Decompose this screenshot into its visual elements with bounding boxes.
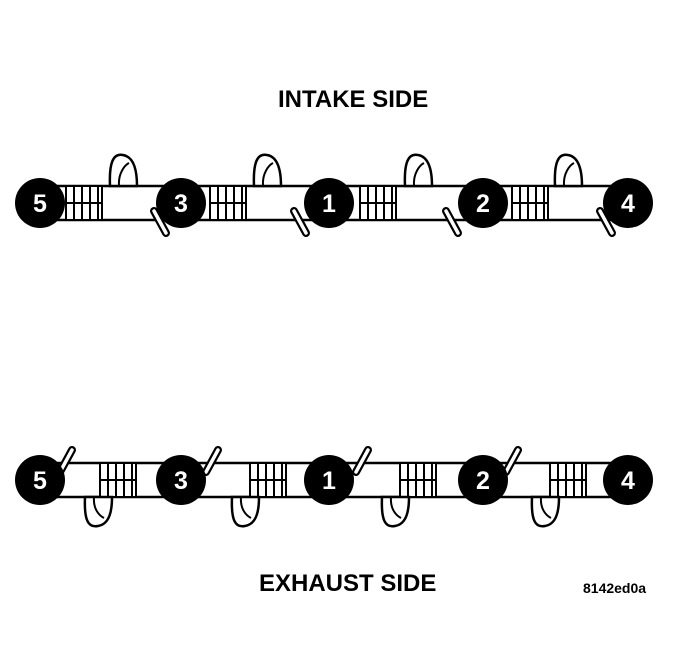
bolt-number: 5 [33,190,47,218]
exhaust-camshaft: 5 3 1 2 4 [15,446,653,528]
bearing-journal [549,462,587,498]
bolt-number-badge: 3 [156,455,206,505]
cam-lobe [230,495,261,528]
bolt-number-badge: 4 [603,455,653,505]
bolt-number-badge: 2 [458,178,508,228]
bolt-number: 3 [174,190,188,218]
bearing-journal [99,462,137,498]
bolt-number: 5 [33,467,47,495]
bolt-number-badge: 3 [156,178,206,228]
figure-code: 8142ed0a [583,580,647,596]
cam-lobe [403,153,434,188]
bolt-number: 1 [322,190,336,218]
bolt-number: 2 [476,467,490,495]
bolt-number-badge: 1 [304,178,354,228]
bearing-journal [511,185,549,221]
intake-camshaft: 5 3 1 2 4 [15,153,653,237]
bearing-journal [209,185,247,221]
bolt-number-badge: 2 [458,455,508,505]
bolt-number: 3 [174,467,188,495]
cam-lobe [530,495,561,528]
bearing-journal [399,462,437,498]
bearing-journal [249,462,287,498]
bolt-number-badge: 1 [304,455,354,505]
bolt-number-badge: 5 [15,455,65,505]
cam-lobe [108,153,139,188]
bolt-number: 4 [621,467,635,495]
bearing-journal [65,185,103,221]
cam-lobe [380,495,411,528]
intake-side-label: INTAKE SIDE [278,86,429,113]
cam-lobe [252,153,283,188]
bolt-number: 4 [621,190,635,218]
cam-lobe [83,495,114,528]
bolt-number-badge: 5 [15,178,65,228]
bearing-journal [359,185,397,221]
cam-lobe [553,153,584,188]
bolt-number-badge: 4 [603,178,653,228]
bolt-number: 1 [322,467,336,495]
exhaust-side-label: EXHAUST SIDE [259,570,437,597]
bolt-number: 2 [476,190,490,218]
